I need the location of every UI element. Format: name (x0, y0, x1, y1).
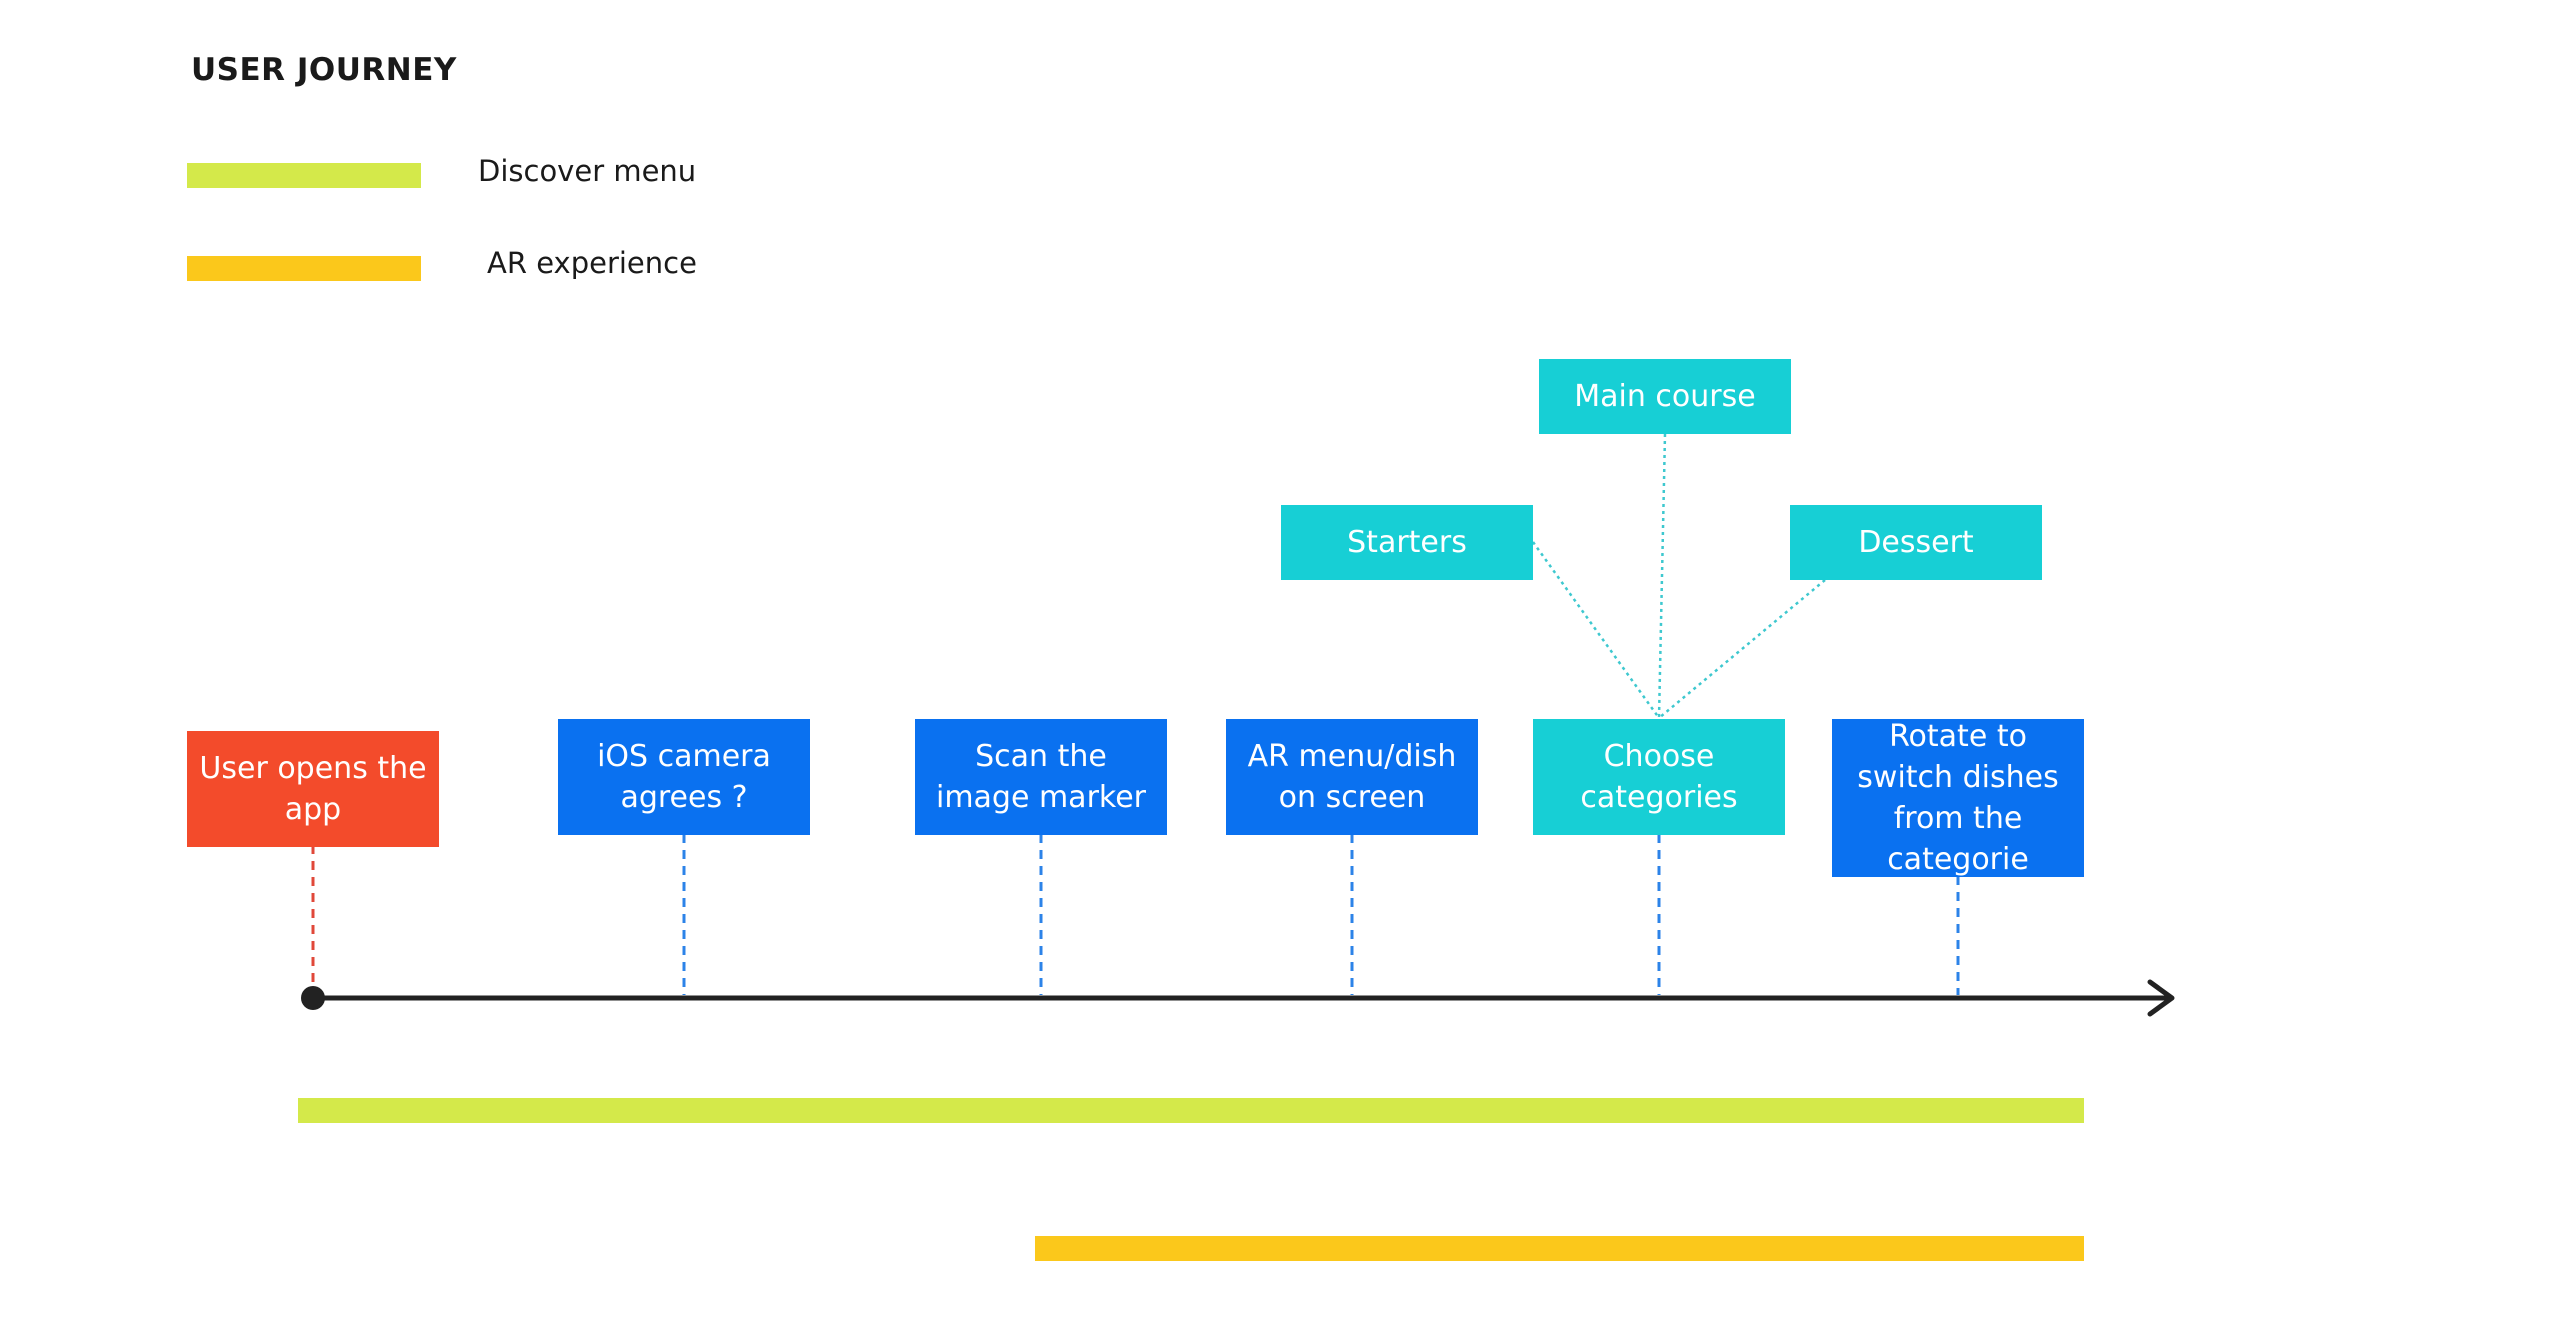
step-label: iOS camera agrees ? (597, 739, 771, 815)
step-label: AR menu/dish on screen (1247, 739, 1457, 815)
step-label: Rotate to switch dishes from the categor… (1857, 719, 2059, 877)
step-label: User opens the app (199, 751, 427, 827)
timeline-arrow-head (2147, 979, 2175, 1017)
connector-dessert (1658, 579, 1826, 719)
category-label: Main course (1574, 379, 1756, 414)
bar-ar-experience (1035, 1236, 2084, 1261)
category-main-course: Main course (1539, 359, 1791, 434)
step-label: Scan the image marker (935, 739, 1146, 815)
timeline-start-dot (301, 986, 325, 1010)
step-user-opens-app: User opens the app (187, 731, 439, 847)
step-ios-camera: iOS camera agrees ? (558, 719, 810, 835)
step-scan-marker: Scan the image marker (915, 719, 1167, 835)
step-choose-categories: Choose categories (1533, 719, 1785, 835)
legend-label-discover-menu: Discover menu (478, 154, 697, 188)
category-label: Dessert (1858, 525, 1974, 560)
step-ar-menu: AR menu/dish on screen (1226, 719, 1478, 835)
legend-label-ar-experience: AR experience (487, 246, 697, 280)
connector-starters (1531, 541, 1661, 719)
step-rotate-switch: Rotate to switch dishes from the categor… (1832, 719, 2084, 877)
category-label: Starters (1347, 525, 1467, 560)
category-starters: Starters (1281, 505, 1533, 580)
bar-discover-menu (298, 1098, 2084, 1123)
page-title: USER JOURNEY (191, 52, 457, 88)
legend-swatch-discover-menu (187, 163, 421, 188)
step-label: Choose categories (1580, 739, 1738, 815)
category-dessert: Dessert (1790, 505, 2042, 580)
connector-main-course (1657, 433, 1667, 719)
legend-swatch-ar-experience (187, 256, 421, 281)
